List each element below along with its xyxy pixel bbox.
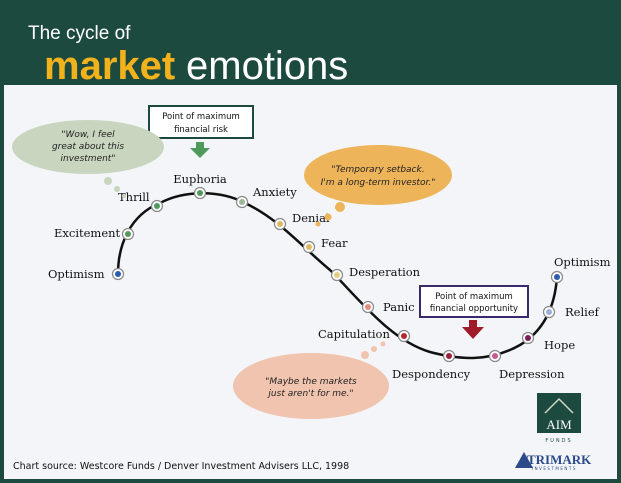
bubble-denial-line2: I'm a long-term investor." — [321, 178, 436, 188]
trimark-triangle-icon — [515, 452, 533, 468]
title-rest: emotions — [186, 44, 348, 88]
stage-node-dot — [546, 309, 552, 315]
stage-label: Excitement — [54, 226, 121, 240]
stage-node-dot — [306, 244, 312, 250]
bubble-dot — [122, 194, 126, 198]
bubble-denial-line1: "Temporary setback. — [331, 165, 424, 175]
down-arrow-red-icon — [462, 320, 484, 339]
trimark-logo-subtext: INVESTMENTS — [532, 466, 577, 471]
title-line1: The cycle of — [28, 23, 131, 44]
risk-callout-line2: financial risk — [174, 125, 228, 135]
stage-node-dot — [277, 221, 283, 227]
stage-label: Panic — [383, 300, 415, 314]
bubble-thrill-line2: great about this — [52, 142, 124, 152]
opportunity-callout-line2: financial opportunity — [430, 304, 518, 314]
stage-label: Relief — [565, 305, 600, 319]
thought-bubble-thrill — [12, 120, 164, 174]
bubble-dot — [361, 351, 369, 359]
opportunity-callout-box — [419, 285, 529, 318]
stage-node-dot — [446, 353, 452, 359]
down-arrow-green-icon — [190, 142, 210, 158]
bubble-dot — [315, 221, 321, 227]
bubble-dot — [104, 177, 112, 185]
bubble-dot — [114, 186, 120, 192]
aim-roof-icon — [544, 397, 574, 414]
stage-node-dot — [197, 190, 203, 196]
stage-node-dot — [401, 333, 407, 339]
bubble-capitulation-line2: just aren't for me." — [266, 389, 353, 399]
bubble-dot — [324, 213, 332, 221]
aim-funds-logo: AIM FUNDS — [537, 393, 581, 444]
stage-node-dot — [239, 199, 245, 205]
bubble-dot — [371, 346, 377, 352]
trimark-logo: TRIMARK INVESTMENTS — [515, 452, 592, 471]
thought-bubble-capitulation — [233, 353, 389, 419]
stage-label: Despondency — [392, 367, 471, 381]
title-highlight: market — [44, 44, 175, 88]
stage-label: Depression — [499, 367, 565, 381]
stage-label: Thrill — [118, 190, 150, 204]
stage-node-dot — [365, 304, 371, 310]
stage-label: Fear — [321, 236, 348, 250]
bubble-dot — [335, 202, 345, 212]
stage-label: Euphoria — [173, 172, 227, 186]
bubble-thrill-line1: "Wow, I feel — [61, 130, 115, 140]
bubble-thrill-line3: investment" — [61, 154, 116, 164]
thought-bubble-denial — [304, 145, 452, 205]
aim-logo-text: AIM — [546, 417, 572, 432]
stage-node-dot — [554, 274, 560, 280]
stage-node-dot — [154, 203, 160, 209]
stage-label: Denial — [292, 211, 330, 225]
stage-node-dot — [115, 271, 121, 277]
stage-node-dot — [334, 272, 340, 278]
bubble-dot — [380, 341, 386, 347]
stage-node-dot — [525, 335, 531, 341]
stage-node-dot — [125, 231, 131, 237]
stage-label: Anxiety — [252, 185, 297, 199]
risk-callout-line1: Point of maximum — [162, 112, 240, 122]
stage-label: Desperation — [349, 265, 421, 279]
stage-node-dot — [492, 353, 498, 359]
bubble-capitulation-line1: "Maybe the markets — [265, 377, 357, 387]
risk-callout-box — [148, 105, 254, 139]
chart-source: Chart source: Westcore Funds / Denver In… — [13, 461, 349, 472]
stage-label: Capitulation — [318, 327, 390, 341]
stage-label: Optimism — [48, 267, 105, 281]
trimark-logo-text: TRIMARK — [527, 452, 592, 467]
aim-logo-subtext: FUNDS — [545, 438, 572, 444]
stage-label: Hope — [544, 338, 575, 352]
opportunity-callout-line1: Point of maximum — [435, 292, 513, 302]
stage-label: Optimism — [554, 255, 611, 269]
